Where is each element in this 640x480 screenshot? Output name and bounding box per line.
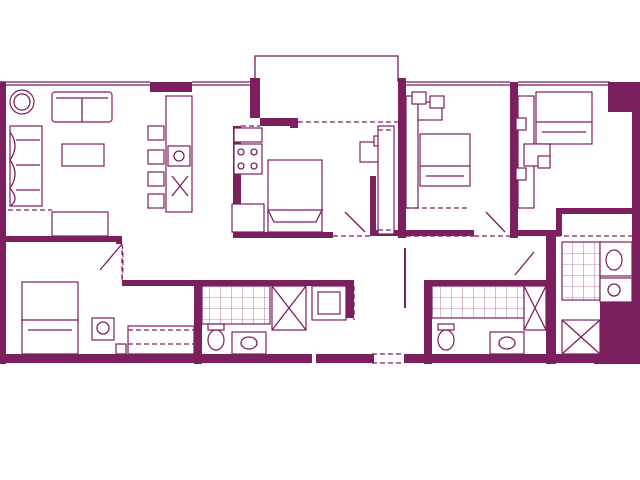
sofa: [9, 125, 43, 207]
exterior-walls: [0, 78, 640, 364]
coffee-table: [61, 143, 105, 167]
bathroom-2: [431, 285, 547, 355]
bathroom-1: [201, 285, 347, 355]
sink: [231, 331, 267, 355]
toilet: [207, 329, 225, 351]
sink: [599, 277, 633, 303]
desk: [91, 317, 115, 341]
doors: [99, 121, 632, 364]
toilet: [437, 329, 455, 351]
sink: [167, 145, 191, 167]
bedroom-4: [21, 281, 195, 355]
media-console: [51, 211, 109, 237]
toilet: [605, 249, 623, 271]
bedroom-1: [266, 125, 395, 235]
fridge: [231, 203, 265, 233]
bed: [419, 133, 471, 187]
bedroom-2: [405, 91, 471, 209]
bed: [267, 159, 323, 233]
kitchen: [147, 95, 265, 233]
chair: [537, 155, 551, 169]
range: [233, 143, 263, 175]
sink: [489, 331, 525, 355]
living-room: [8, 89, 113, 237]
chair: [96, 321, 110, 335]
bathroom-3: [561, 241, 633, 355]
bed: [535, 91, 593, 145]
bed: [21, 281, 79, 355]
chair: [411, 91, 427, 105]
balcony: [254, 55, 399, 82]
bar-stools: [147, 125, 165, 209]
interior-walls: [6, 126, 640, 364]
bedroom-3: [515, 91, 593, 209]
